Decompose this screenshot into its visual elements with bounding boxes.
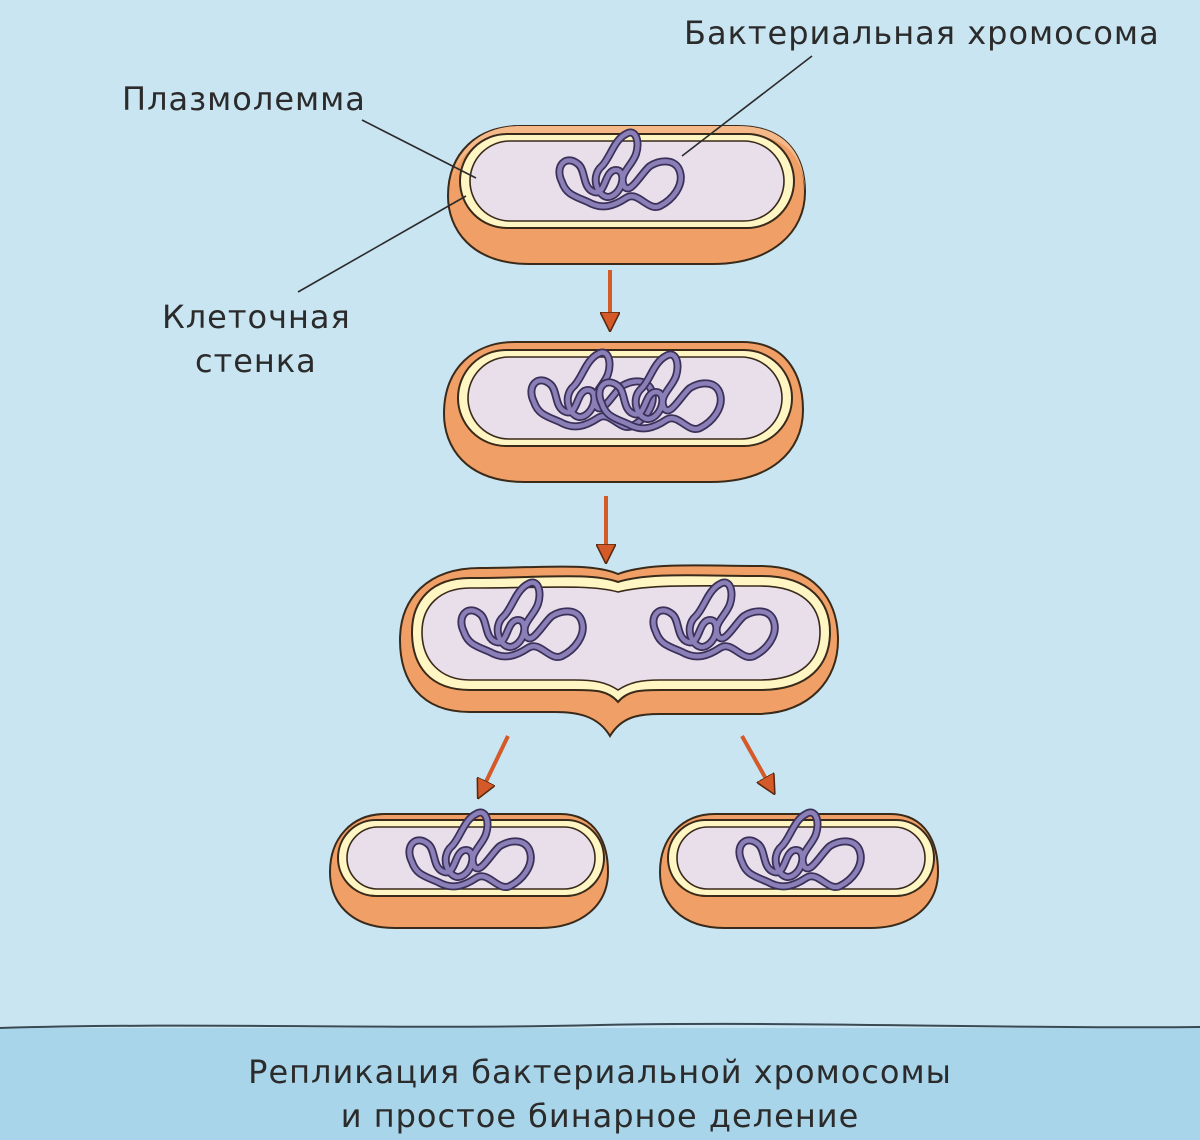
bacterium-daughter-left <box>328 813 610 929</box>
arrow-down-left-icon <box>482 735 510 790</box>
leader-line-chromosome <box>681 55 813 157</box>
label-bacterial-chromosome: Бактериальная хромосома <box>684 14 1160 52</box>
leader-line-plasmalemma <box>361 119 477 179</box>
bacterium-initial <box>446 125 807 265</box>
label-cell-wall-line1: Клеточная <box>162 298 351 336</box>
bacterium-daughter-right <box>658 813 940 929</box>
cytoplasm <box>421 584 821 691</box>
caption-line-2: и простое бинарное деление <box>340 1097 860 1135</box>
caption-divider <box>0 1022 1200 1029</box>
label-cell-wall-line2: стенка <box>195 342 317 380</box>
caption-line-1: Репликация бактериальной хромосомы <box>248 1053 952 1091</box>
cytoplasm <box>469 140 785 222</box>
leader-line-cell-wall <box>297 195 467 293</box>
bacterium-dividing <box>398 564 840 738</box>
caption-band <box>0 1028 1200 1140</box>
arrow-down-right-icon <box>740 735 770 786</box>
figure-caption: Репликация бактериальной хромосомы и про… <box>0 1050 1200 1138</box>
bacterium-replicating <box>442 341 805 483</box>
cell-wall-rim <box>452 126 805 192</box>
label-plasmalemma: Плазмолемма <box>122 80 366 118</box>
